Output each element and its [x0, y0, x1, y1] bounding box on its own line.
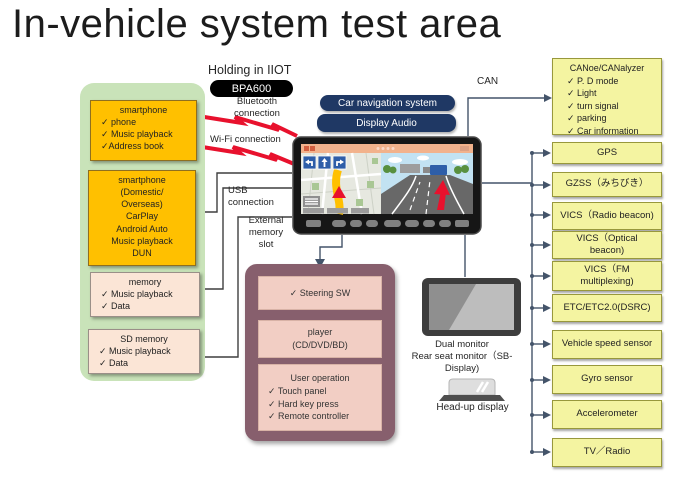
box-canoe-canalyzer: CANoe/CANalyzer ✓ P. D mode ✓ Light ✓ tu… — [552, 58, 662, 136]
box-items: ✓ P. D mode ✓ Light ✓ turn signal ✓ park… — [567, 75, 639, 136]
usb-connection-label: USB connection — [228, 185, 274, 208]
box-text: ✓ Steering SW — [289, 287, 351, 298]
box-title: CANoe/CANalyzer — [569, 63, 645, 73]
bolt-icon — [195, 114, 300, 168]
head-up-display-label: Head-up display — [436, 402, 509, 413]
box-gyro-sensor: Gyro sensor — [552, 365, 662, 394]
external-memory-slot-label: External memory slot — [248, 215, 284, 250]
page-title: In-vehicle system test area — [12, 2, 502, 46]
box-title: User operation — [290, 373, 350, 384]
box-vics-fm: VICS（FM multiplexing) — [552, 261, 662, 291]
box-lines: smartphone (Domestic/ Overseas) CarPlay … — [111, 175, 173, 258]
box-items: ✓ phone ✓ Music playback ✓Address book — [101, 117, 173, 152]
box-memory: memory ✓ Music playback ✓ Data — [90, 272, 200, 317]
box-gps: GPS — [552, 142, 662, 164]
bpa600-badge: BPA600 — [210, 80, 293, 97]
head-up-display-icon — [439, 378, 505, 401]
box-sd-memory: SD memory ✓ Music playback ✓ Data — [88, 329, 200, 374]
wifi-connection-label: Wi-Fi connection — [210, 134, 281, 145]
box-items: ✓ Touch panel ✓ Hard key press ✓ Remote … — [268, 385, 350, 422]
box-items: ✓ Music playback ✓ Data — [101, 289, 173, 312]
box-accelerometer: Accelerometer — [552, 400, 662, 429]
box-etc: ETC/ETC2.0(DSRC) — [552, 294, 662, 322]
box-smartphone-usb: smartphone (Domestic/ Overseas) CarPlay … — [88, 170, 196, 266]
dual-monitor-icon — [422, 278, 521, 336]
box-tv-radio: TV／Radio — [552, 438, 662, 467]
box-player: player (CD/DVD/BD) — [258, 320, 382, 358]
car-navigation-system-pill: Car navigation system — [320, 95, 455, 111]
box-title: smartphone — [119, 105, 168, 115]
box-title: memory — [128, 277, 162, 287]
box-smartphone-bt: smartphone ✓ phone ✓ Music playback ✓Add… — [90, 100, 197, 161]
head-unit-graphic — [292, 136, 482, 235]
holding-label: Holding in IIOT — [208, 63, 292, 77]
box-vics-radio: VICS（Radio beacon) — [552, 202, 662, 230]
box-gzss: GZSS（みちびき） — [552, 172, 662, 197]
box-user-operation: User operation ✓ Touch panel ✓ Hard key … — [258, 364, 382, 431]
bluetooth-connection-label: Bluetooth connection — [234, 96, 280, 119]
box-items: ✓ Music playback ✓ Data — [99, 346, 171, 369]
can-label: CAN — [477, 76, 499, 87]
display-audio-pill: Display Audio — [317, 114, 456, 132]
box-vehicle-speed-sensor: Vehicle speed sensor — [552, 330, 662, 359]
box-text: player (CD/DVD/BD) — [292, 327, 348, 350]
box-steering-sw: ✓ Steering SW — [258, 276, 382, 310]
box-title: SD memory — [120, 334, 168, 344]
box-vics-optical: VICS（Optical beacon) — [552, 231, 662, 259]
dual-monitor-label: Dual monitor Rear seat monitor（SB- Displ… — [411, 339, 513, 374]
